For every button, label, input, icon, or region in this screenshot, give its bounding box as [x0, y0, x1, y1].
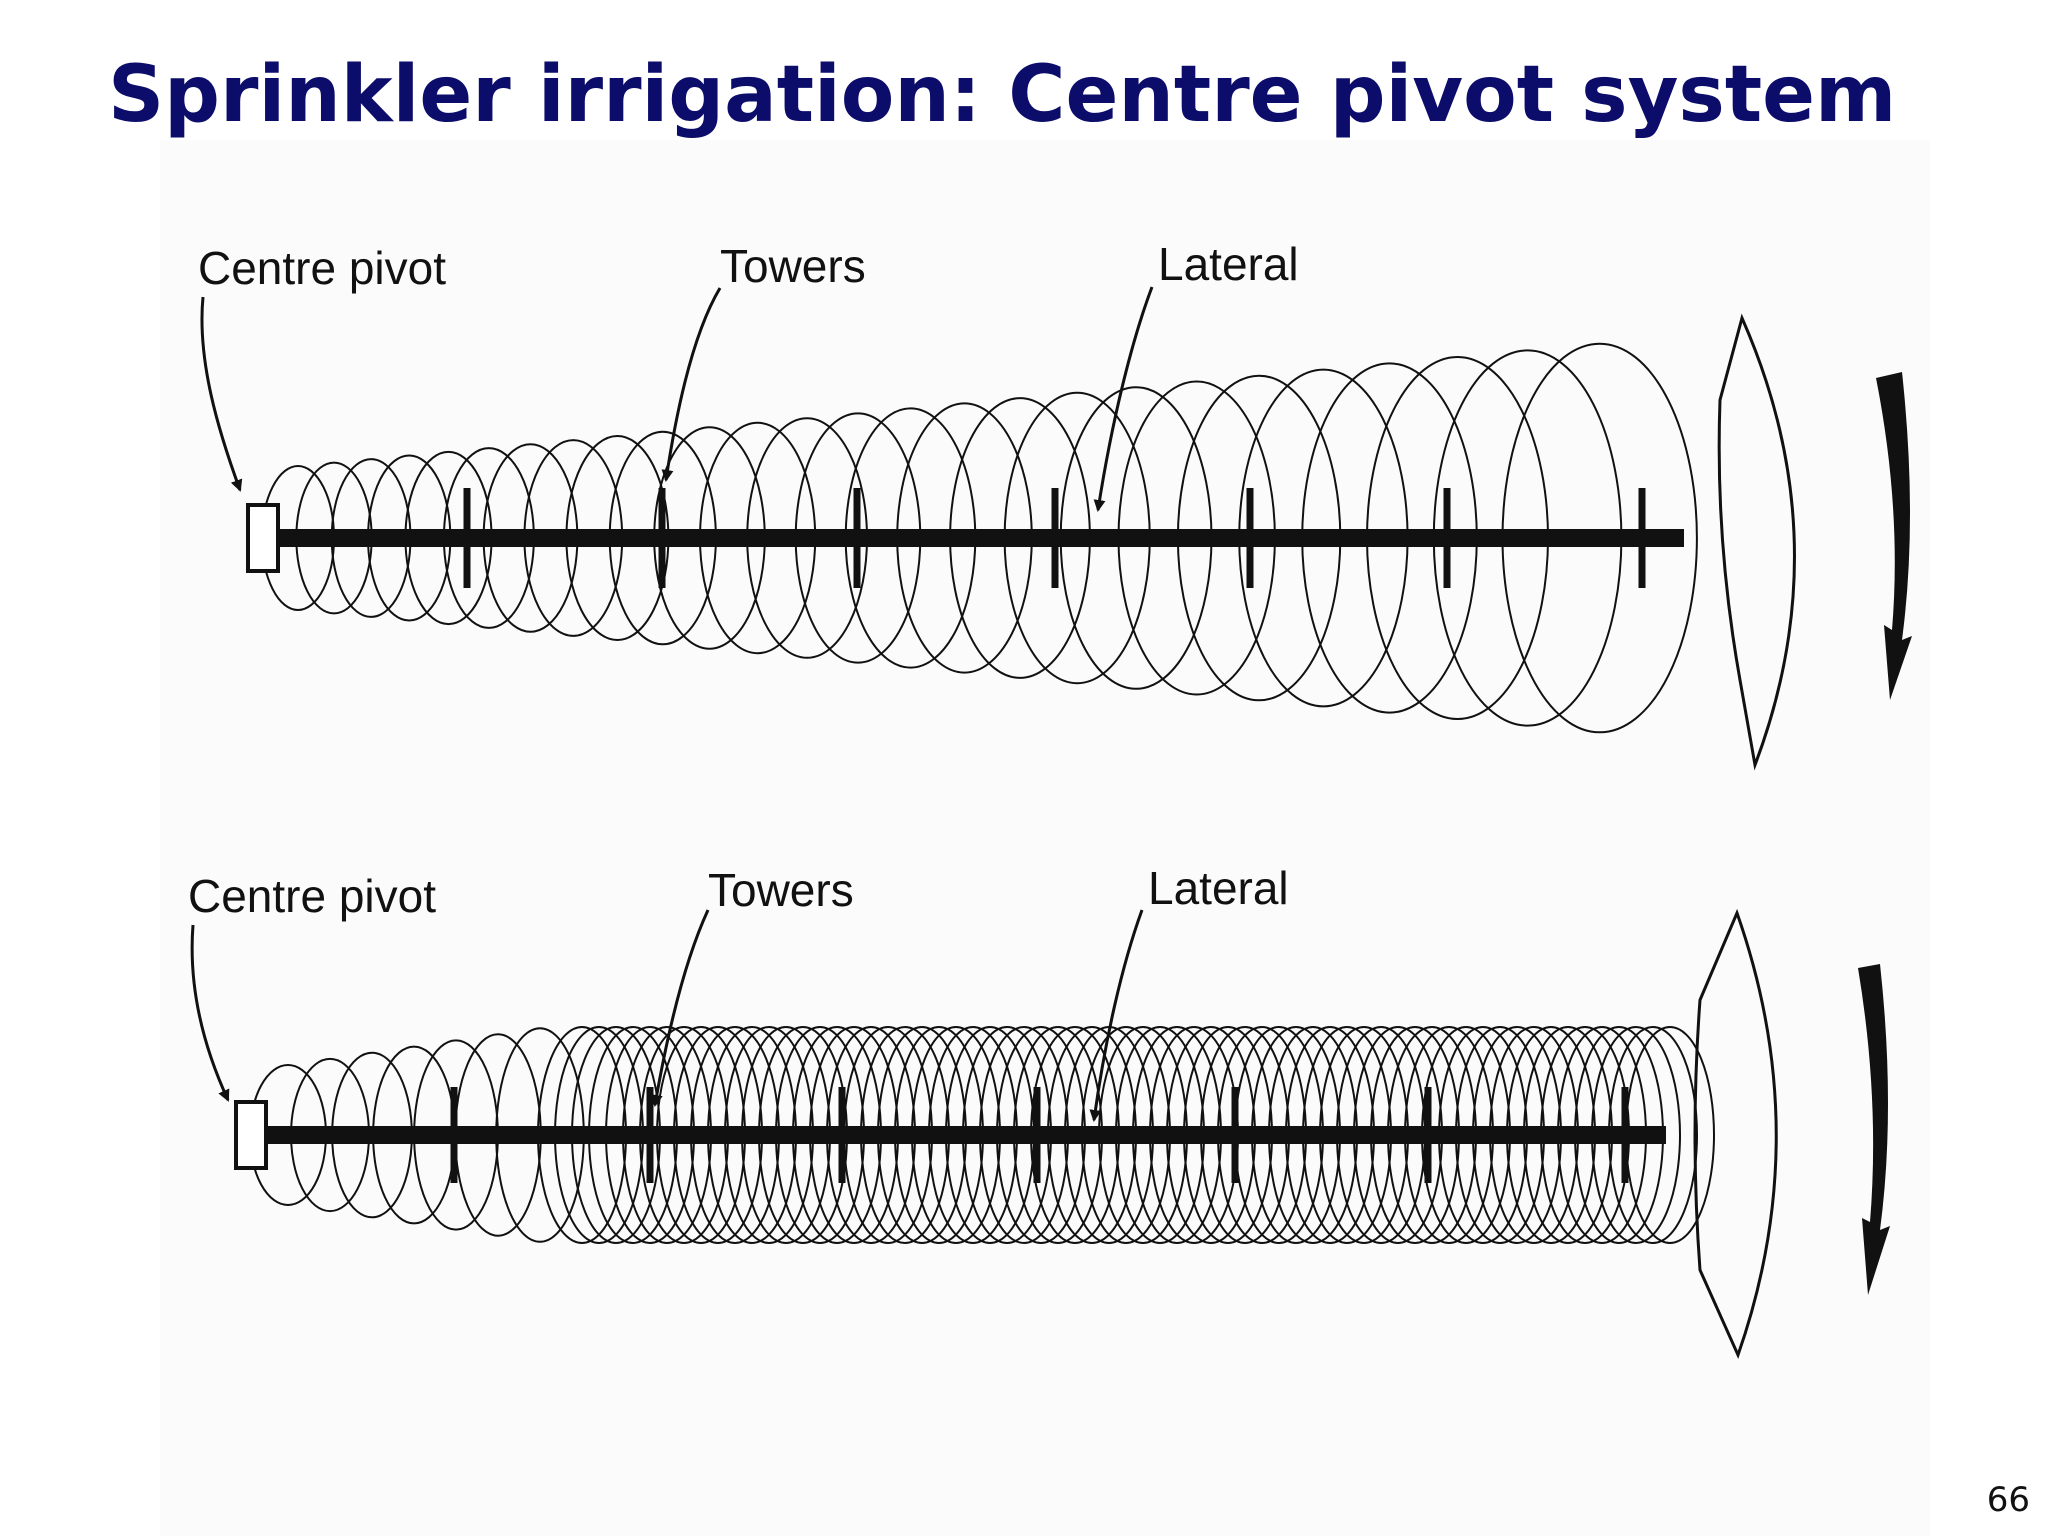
tower-marker — [1424, 1087, 1432, 1183]
pivot-label-leader-top — [200, 296, 243, 492]
lateral-label-bottom: Lateral — [1148, 862, 1289, 914]
slide-title: Sprinkler irrigation: Centre pivot syste… — [108, 50, 1897, 140]
towers-bottom — [450, 1087, 1629, 1183]
tower-marker — [1246, 488, 1254, 588]
towers-label-leader-bottom — [650, 909, 710, 1107]
towers-top — [463, 488, 1646, 588]
towers-label-top: Towers — [720, 240, 866, 292]
diagram-bottom: Centre pivot Towers Lateral — [188, 862, 1890, 1360]
tower-marker — [1443, 488, 1451, 588]
lateral-label-top: Lateral — [1158, 238, 1299, 290]
tower-marker — [658, 488, 666, 588]
lateral-label-leader-top — [1093, 286, 1154, 512]
lateral-pipe-bottom — [266, 1126, 1666, 1144]
tower-marker — [1621, 1087, 1629, 1183]
rotation-arrow-bottom — [1858, 964, 1890, 1295]
pivot-label-top: Centre pivot — [198, 242, 446, 294]
centre-pivot-box-top — [246, 503, 280, 573]
tower-marker — [1231, 1087, 1239, 1183]
tower-marker — [1638, 488, 1646, 588]
pivot-label-bottom: Centre pivot — [188, 870, 436, 922]
diagram-top: Centre pivot Towers Lateral — [198, 238, 1912, 771]
tower-marker — [1033, 1087, 1041, 1183]
page-number: 66 — [1986, 1480, 2030, 1520]
tower-marker — [450, 1087, 458, 1183]
wetted-arc-top — [1717, 313, 1796, 771]
pivot-label-leader-bottom — [190, 924, 230, 1102]
tower-marker — [853, 488, 861, 588]
lateral-label-leader-bottom — [1089, 909, 1144, 1122]
figure-panel — [160, 140, 1930, 1536]
tower-marker — [646, 1087, 654, 1183]
tower-marker — [1051, 488, 1059, 588]
tower-marker — [463, 488, 471, 588]
towers-label-leader-top — [661, 287, 722, 482]
lateral-pipe-top — [278, 529, 1684, 547]
wetted-arc-bottom — [1693, 908, 1778, 1360]
rotation-arrow-top — [1876, 372, 1912, 700]
centre-pivot-box-bottom — [234, 1100, 268, 1170]
towers-label-bottom: Towers — [708, 864, 854, 916]
tower-marker — [838, 1087, 846, 1183]
